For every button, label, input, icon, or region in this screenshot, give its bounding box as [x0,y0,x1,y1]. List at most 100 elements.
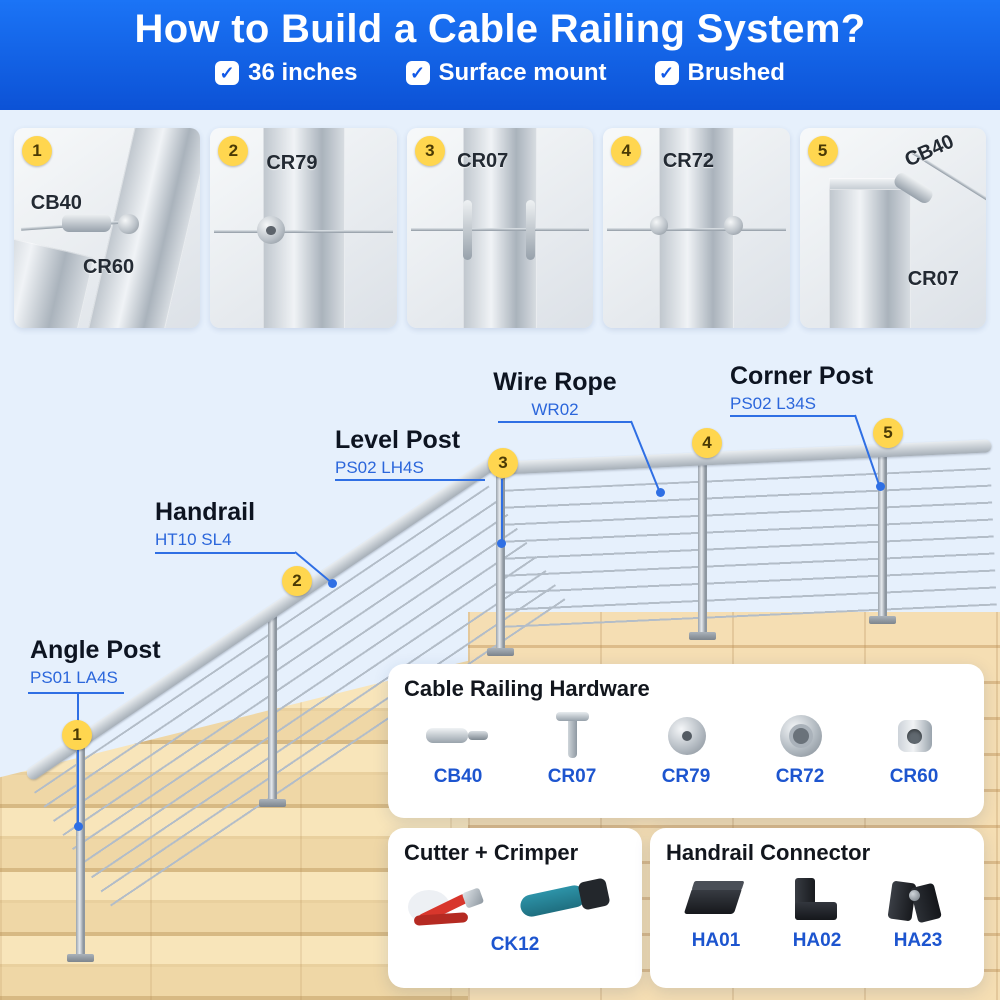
hardware-item: CR79 [632,706,740,788]
leader-line [498,421,632,423]
callout-dot [656,488,665,497]
marker-1: 1 [62,720,92,750]
callout-title: Handrail [155,498,256,526]
hardware-code: CR60 [889,766,939,787]
callout-level-post: Level Post PS02 LH4S [335,426,460,478]
connector-item: HA02 [767,870,867,952]
hardware-code: CR79 [661,766,711,787]
connector-panel: Handrail Connector HA01 HA02 HA23 [650,828,984,988]
cable-graphic [606,228,786,231]
ck12-icon [408,870,622,932]
callout-handrail: Handrail HT10 SL4 [155,498,255,550]
leader-line [28,692,124,694]
tensioner-graphic [462,200,473,260]
ha23-icon [878,870,958,928]
detail-panel-2: 2 CR79 [210,128,397,328]
hardware-item: CR07 [518,706,626,788]
hardware-panel-title: Cable Railing Hardware [404,676,650,701]
callout-code: HT10 SL4 [155,530,232,549]
leader-line [155,552,295,554]
callout-title: Level Post [335,426,461,454]
callout-title: Angle Post [30,636,161,664]
bolt-icon [909,890,920,901]
ha02-icon [777,870,857,928]
callout-code: PS01 LA4S [30,668,118,687]
feature-size: ✓ 36 inches [215,59,358,87]
post-corner [698,460,707,638]
post-base [67,954,94,962]
callout-dot [876,482,885,491]
check-icon: ✓ [215,61,240,85]
fitting-graphic [118,214,139,234]
part-label: CR07 [907,268,959,290]
header-banner: How to Build a Cable Railing System? ✓ 3… [0,0,1000,110]
part-label: CB40 [901,130,958,172]
connector-item: HA23 [868,870,968,952]
feature-list: ✓ 36 inches ✓ Surface mount ✓ Brushed [0,59,1000,87]
hardware-code: CB40 [433,766,483,787]
hardware-item: CR72 [746,706,854,788]
hardware-code: CR72 [775,766,825,787]
handrail-deck [491,439,992,475]
callout-wire-rope: Wire Rope WR02 [470,368,640,420]
post-graphic [829,188,912,328]
part-label: CB40 [30,192,82,214]
check-glyph: ✓ [219,62,235,83]
callout-title: Wire Rope [493,368,617,396]
post-base [689,632,716,640]
callout-angle-post: Angle Post PS01 LA4S [30,636,161,688]
callout-code: PS02 LH4S [335,458,424,477]
connector-items: HA01 HA02 HA23 [666,870,968,952]
feature-label: Brushed [687,59,785,86]
cr07-icon [532,706,612,764]
tensioner-graphic [526,200,536,260]
check-glyph: ✓ [409,62,426,83]
post-graphic [14,234,94,328]
ha01-icon [676,870,756,928]
crimper-head-icon [577,877,611,911]
part-label: CR79 [266,152,318,174]
fitting-hole-graphic [266,226,276,236]
panel-number-badge: 1 [22,136,52,166]
post-angle [76,745,85,960]
panel-number-badge: 3 [414,136,445,166]
leader-line [501,479,503,543]
callout-dot [74,822,83,831]
detail-panel-5: 5 CB40 CR07 [799,128,987,328]
callout-dot [328,579,337,588]
cutter-panel-title: Cutter + Crimper [404,840,579,865]
connector-code: HA01 [691,930,741,951]
detail-panel-4: 4 CR72 [603,128,790,328]
check-glyph: ✓ [658,62,675,83]
marker-4: 4 [692,428,722,458]
marker-5: 5 [873,418,903,448]
callout-corner-post: Corner Post PS02 L34S [730,362,873,414]
cutter-code: CK12 [490,934,540,955]
detail-panel-row: 1 CB40 CR60 2 CR79 3 CR07 4 [14,128,987,328]
check-icon: ✓ [405,61,430,85]
detail-panel-3: 3 CR07 [406,128,594,328]
post-base [259,799,286,807]
cr72-icon [760,706,840,764]
terminal-graphic [62,214,111,232]
cr79-icon [646,706,726,764]
feature-mount: ✓ Surface mount [405,59,607,87]
panel-number-badge: 2 [218,136,249,166]
marker-3: 3 [488,448,518,478]
cb40-icon [418,706,498,764]
part-label: CR72 [662,150,714,172]
hardware-item: CB40 [404,706,512,788]
check-icon: ✓ [654,61,679,85]
washer-graphic [724,216,744,235]
page-title: How to Build a Cable Railing System? [134,7,866,51]
part-label: CR07 [457,150,509,172]
part-label: CR60 [82,256,135,278]
feature-label: Surface mount [438,59,607,86]
connector-item: HA01 [666,870,766,952]
post-base [869,616,896,624]
callout-code: PS02 L34S [730,394,817,413]
cutter-jaw-icon [461,887,485,909]
hardware-code: CR07 [547,766,597,787]
post-level [496,472,505,654]
